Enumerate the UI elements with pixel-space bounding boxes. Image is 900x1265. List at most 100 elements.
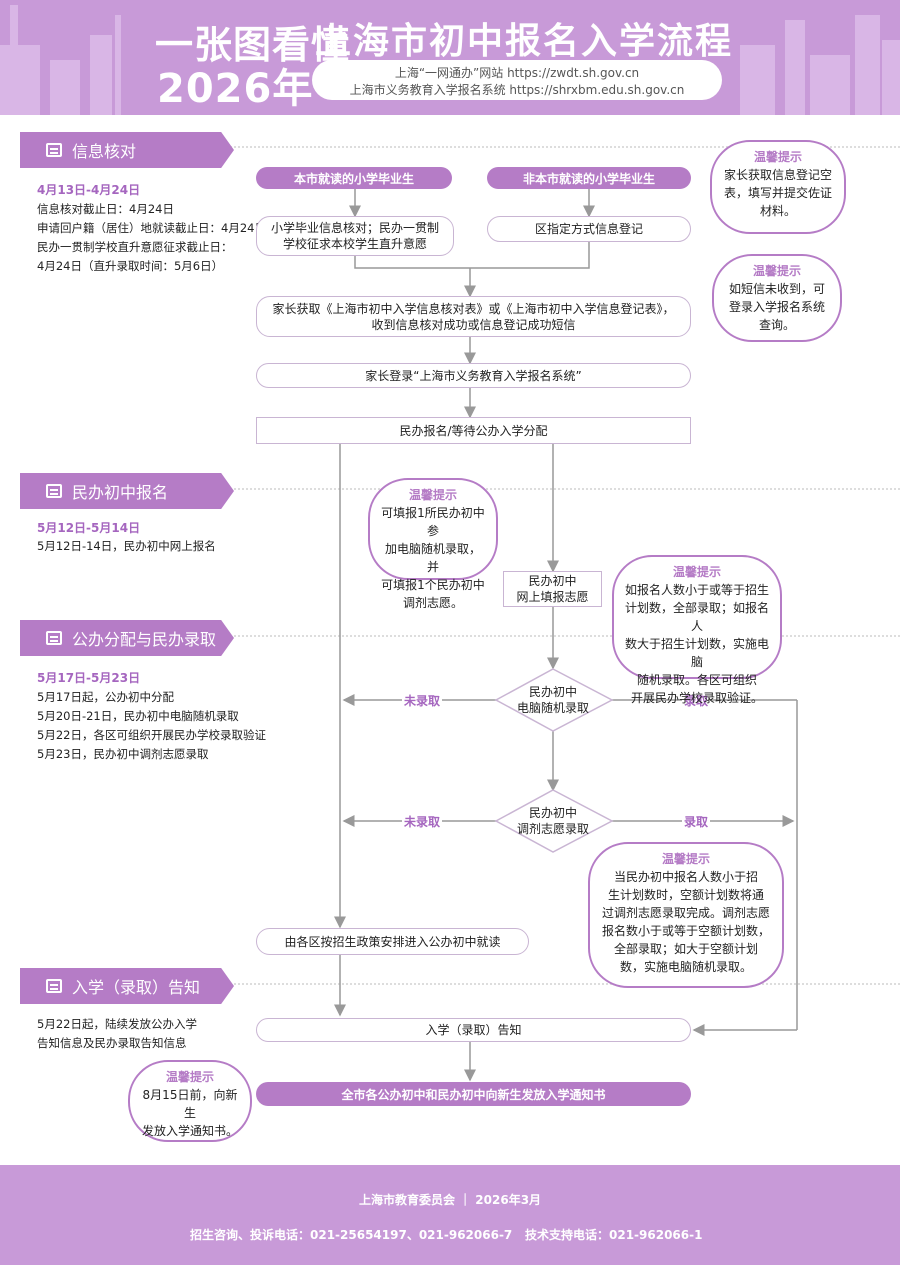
header-year: 2026年	[157, 66, 314, 112]
tip-cloud: 温馨提示 8月15日前，向新生 发放入学通知书。	[128, 1060, 252, 1142]
stage1-date: 4月13日-4月24日	[37, 183, 141, 197]
tip-line: 数大于招生计划数，实施电脑	[624, 637, 769, 669]
tip-line: 计划数，全部录取；如报名人	[624, 601, 769, 633]
stage3-date: 5月17日-5月23日	[37, 671, 141, 685]
tip-cloud: 温馨提示 当民办初中报名人数小于招 生计划数时，空额计划数将通 过调剂志愿录取完…	[588, 842, 784, 988]
tip-line: 查询。	[758, 318, 795, 332]
stage-label: 民办初中报名	[72, 483, 169, 502]
login-node: 家长登录“上海市义务教育入学报名系统”	[256, 363, 691, 388]
skyline-building	[810, 55, 850, 115]
tip-line: 可填报1所民办初中参	[381, 506, 485, 538]
tip-line: 如短信未收到，可	[728, 282, 825, 296]
tip-line: 如报名人数小于或等于招生	[624, 583, 769, 597]
stage-label: 入学（录取）告知	[72, 978, 201, 997]
nonlocal-grad-node: 非本市就读的小学毕业生	[487, 167, 691, 189]
node-line: 民办初中	[528, 806, 577, 820]
node-line: 调剂志愿录取	[516, 822, 589, 836]
footer-support: 技术支持电话：021-962066-1	[525, 1228, 703, 1242]
note-line: 民办一贯制学校直升意愿征求截止日：	[37, 240, 233, 254]
stage1-notes: 信息核对截止日：4月24日 申请回户籍（居住）地就读截止日：4月24日 民办一贯…	[37, 200, 266, 276]
tip-line: 数，实施电脑随机录取。	[619, 960, 752, 974]
notify-node: 入学（录取）告知	[256, 1018, 691, 1042]
lottery-diamond	[494, 668, 614, 732]
page-title: 上海市初中报名入学流程	[315, 21, 734, 62]
tip-line: 全部录取；如大于空额计划	[613, 942, 758, 956]
note-line: 5月23日，民办初中调剂志愿录取	[37, 747, 209, 761]
adjust-label: 民办初中 调剂志愿录取	[493, 805, 613, 837]
edit-icon	[46, 979, 62, 993]
tip-line: 家长获取信息登记空	[723, 168, 832, 182]
skyline-building	[740, 45, 775, 115]
tip-cloud: 温馨提示 可填报1所民办初中参 加电脑随机录取，并 可填报1个民办初中 调剂志愿…	[368, 478, 498, 610]
node-line: 民办初中	[528, 574, 577, 588]
divider	[230, 635, 900, 637]
edit-icon	[46, 484, 62, 498]
footer	[0, 1165, 900, 1265]
tip-title: 温馨提示	[752, 264, 801, 278]
apply-wait-node: 民办报名/等待公办入学分配	[256, 417, 691, 444]
stage-label: 公办分配与民办录取	[72, 630, 217, 649]
tip-line: 加电脑随机录取，并	[384, 542, 481, 574]
stage-allocation: 公办分配与民办录取	[20, 620, 234, 656]
note-line: 5月22日，各区可组织开展民办学校录取验证	[37, 728, 266, 742]
adjust-diamond	[494, 789, 614, 853]
skyline-tower	[115, 15, 121, 115]
tip-line: 开展民办学校录取验证。	[630, 691, 763, 705]
skyline-building	[855, 15, 880, 115]
local-grad-node: 本市就读的小学毕业生	[256, 167, 452, 189]
divider	[230, 488, 900, 490]
footer-hotline: 招生咨询、投诉电话：021-25654197、021-962066-7	[190, 1228, 513, 1242]
note-line: 5月12日-14日，民办初中网上报名	[37, 539, 216, 553]
get-form-node: 家长获取《上海市初中入学信息核对表》或《上海市初中入学信息登记表》， 收到信息核…	[256, 296, 691, 337]
node-line: 网上填报志愿	[516, 590, 589, 604]
node-line: 民办初中	[528, 685, 577, 699]
stage4-notes: 5月22日起，陆续发放公办入学 告知信息及民办录取告知信息	[37, 1015, 197, 1053]
edit-icon	[46, 631, 62, 645]
tip-line: 生计划数时，空额计划数将通	[607, 888, 764, 902]
skyline-building	[90, 35, 112, 115]
note-line: 5月20日-21日，民办初中电脑随机录取	[37, 709, 239, 723]
skyline-building	[785, 20, 805, 115]
tip-title: 温馨提示	[408, 488, 457, 502]
branch-not-admitted: 未录取	[402, 692, 443, 709]
node-line: 收到信息核对成功或信息登记成功短信	[371, 317, 576, 332]
tip-line: 发放入学通知书。	[141, 1124, 238, 1138]
final-node: 全市各公办初中和民办初中向新生发放入学通知书	[256, 1082, 691, 1106]
tip-line: 报名数小于或等于空额计划数，	[601, 924, 770, 938]
url-zwdt[interactable]: 上海“一网通办”网站 https://zwdt.sh.gov.cn	[394, 66, 640, 80]
skyline-tower	[10, 5, 18, 115]
online-fill-node: 民办初中 网上填报志愿	[503, 571, 602, 607]
divider	[230, 146, 900, 148]
branch-admitted: 录取	[682, 813, 711, 830]
tip-cloud: 温馨提示 如短信未收到，可 登录入学报名系统 查询。	[712, 254, 842, 342]
node-line: 家长获取《上海市初中入学信息核对表》或《上海市初中入学信息登记表》，	[272, 301, 675, 316]
branch-not-admitted: 未录取	[402, 813, 443, 830]
tip-line: 随机录取。各区可组织	[636, 673, 757, 687]
skyline-building	[0, 45, 40, 115]
url-pill	[312, 60, 722, 100]
edit-icon	[46, 143, 62, 157]
local-check-node: 小学毕业信息核对；民办一贯制 学校征求本校学生直升意愿	[256, 216, 454, 256]
stage-label: 信息核对	[72, 142, 137, 161]
node-line: 学校征求本校学生直升意愿	[282, 237, 427, 251]
skyline-building	[882, 40, 900, 115]
note-line: 申请回户籍（居住）地就读截止日：4月24日	[37, 221, 266, 235]
skyline-building	[50, 60, 80, 115]
stage-info-check: 信息核对	[20, 132, 234, 168]
header-subtitle: 一张图看懂	[155, 23, 351, 67]
node-line: 电脑随机录取	[516, 701, 589, 715]
note-line: 告知信息及民办录取告知信息	[37, 1036, 187, 1050]
tip-line: 过调剂志愿录取完成。调剂志愿	[601, 906, 770, 920]
url-shrxbm[interactable]: 上海市义务教育入学报名系统 https://shrxbm.edu.sh.gov.…	[349, 83, 685, 97]
district-arrange-node: 由各区按招生政策安排进入公办初中就读	[256, 928, 529, 955]
node-line: 小学毕业信息核对；民办一贯制	[270, 221, 439, 235]
tip-line: 登录入学报名系统	[728, 300, 825, 314]
footer-org: 上海市教育委员会 ｜ 2026年3月	[358, 1193, 542, 1207]
stage2-notes: 5月12日-14日，民办初中网上报名	[37, 537, 216, 556]
tip-cloud: 温馨提示 如报名人数小于或等于招生 计划数，全部录取；如报名人 数大于招生计划数…	[612, 555, 782, 705]
branch-admitted: 录取	[682, 692, 711, 709]
note-line: 5月22日起，陆续发放公办入学	[37, 1017, 197, 1031]
tip-line: 材料。	[759, 204, 796, 218]
divider	[230, 983, 900, 985]
tip-line: 表，填写并提交佐证	[723, 186, 832, 200]
